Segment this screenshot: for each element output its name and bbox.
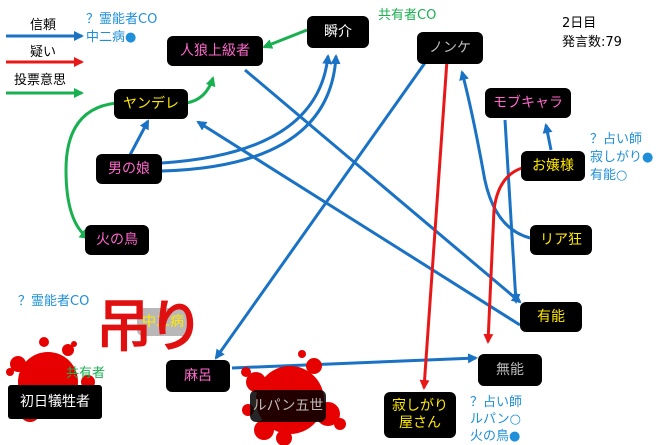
jinro-note-line1: ？霊能者CO (86, 12, 158, 27)
node-otokonoko[interactable]: 男の娘 (96, 154, 162, 184)
edge-ojousama-munou (483, 166, 523, 344)
node-munou[interactable]: 無能 (478, 354, 542, 386)
post-count-label: 発言数:79 (562, 35, 622, 50)
legend-label-trust: 信頼 (30, 18, 57, 33)
jinro-note-line2: 中二病● (86, 30, 137, 45)
node-lupin[interactable]: ルパン五世 (250, 390, 326, 422)
node-sabishigari[interactable]: 寂しがり 屋さん (384, 392, 456, 438)
ojousama-note-line2: 寂しがり● (590, 150, 654, 165)
node-hinotori[interactable]: 火の鳥 (85, 225, 149, 255)
shunsuke-co-note: 共有者CO (378, 8, 437, 23)
day-label: 2日目 (562, 16, 597, 31)
edge-otokonoko-yandere (128, 119, 150, 156)
bottom-note-line2: ルパン○ (470, 412, 521, 427)
shoniti-co-note: 共有者 (66, 366, 106, 381)
node-mobchara[interactable]: モブキャラ (485, 88, 571, 118)
edge-ojousama-mobchara (542, 123, 553, 151)
edge-shunsuke-jinro (262, 28, 308, 49)
edge-nonke-maro (214, 59, 429, 360)
edge-otokonoko-shunsuke-b (161, 54, 341, 173)
legend-label-vote: 投票意思 (14, 73, 67, 88)
node-shoniti[interactable]: 初日犠牲者 (8, 385, 102, 419)
edge-riajuu-nonke (459, 70, 531, 240)
node-maro[interactable]: 麻呂 (166, 360, 230, 392)
hang-label: 吊り (96, 295, 204, 360)
bottom-note-line3: 火の鳥● (470, 429, 521, 444)
left-note: ？霊能者CO (18, 294, 90, 309)
node-shunsuke[interactable]: 瞬介 (307, 16, 369, 48)
node-yandere[interactable]: ヤンデレ (114, 89, 188, 119)
edge-yuunou-yandere (196, 120, 521, 327)
node-sabishigari-line2: 屋さん (399, 415, 441, 431)
edge-yandere-jinro (185, 76, 216, 105)
edge-mobchara-yuunou (503, 119, 521, 304)
ojousama-note-line3: 有能○ (590, 168, 628, 183)
edge-jinro-yuunou (244, 68, 522, 304)
ojousama-note-line1: ？占い師 (590, 132, 643, 147)
edge-yandere-hinotori (64, 101, 118, 240)
edge-nonke-sabishigari (419, 59, 449, 390)
node-ojousama[interactable]: お嬢様 (521, 151, 585, 181)
edge-maro-munou (231, 353, 478, 370)
edge-otokonoko-shunsuke-a (161, 54, 333, 165)
node-hidden[interactable]: 中二病 (137, 308, 189, 336)
node-jinro[interactable]: 人狼上級者 (167, 36, 263, 66)
node-yuunou[interactable]: 有能 (520, 302, 582, 332)
node-riajuu[interactable]: リア狂 (530, 225, 592, 255)
legend-label-doubt: 疑い (30, 45, 57, 60)
node-nonke[interactable]: ノンケ (417, 32, 483, 64)
node-sabishigari-line1: 寂しがり (392, 398, 448, 415)
bottom-note-line1: ？占い師 (470, 395, 523, 410)
